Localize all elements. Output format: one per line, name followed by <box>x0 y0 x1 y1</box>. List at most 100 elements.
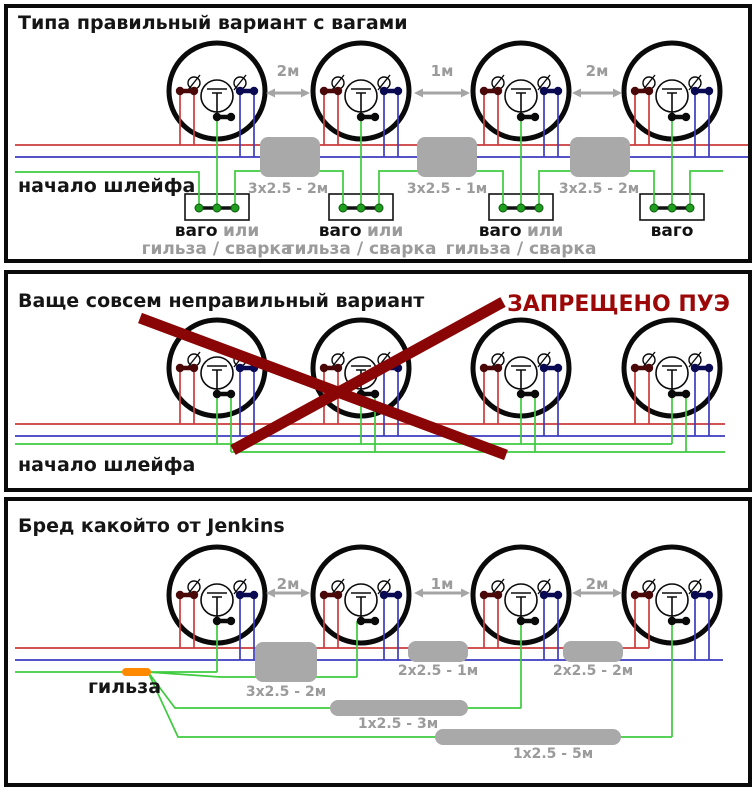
wago-dot <box>534 203 544 213</box>
screw-slash-icon <box>537 578 551 595</box>
terminal-dot <box>530 389 540 399</box>
cable-label: 2x2.5 - 1м <box>397 663 479 679</box>
wago-dot <box>685 203 695 213</box>
terminal-dot <box>319 363 329 373</box>
panel1-title: Типа правильный вариант с вагами <box>18 12 408 34</box>
arrowhead-icon <box>613 88 622 98</box>
cable-run-marker <box>260 137 320 177</box>
wago-dot <box>516 203 526 213</box>
panel-frames <box>4 4 752 787</box>
panel2-title: Ваще совсем неправильный вариант <box>18 290 425 312</box>
screw-slash-icon <box>187 74 201 91</box>
wago-dot <box>374 203 384 213</box>
screw-slash-icon <box>642 578 656 595</box>
connector-name: ваго <box>478 221 522 241</box>
terminal-dot <box>249 590 259 600</box>
screw-slash-icon <box>187 578 201 595</box>
terminal-dot <box>493 86 503 96</box>
cable-run-marker <box>563 641 623 662</box>
screw-slash-icon <box>688 351 702 368</box>
terminal-dot <box>356 616 366 626</box>
terminal-dot <box>393 86 403 96</box>
wago-dot <box>230 203 240 213</box>
terminal-dot <box>630 590 640 600</box>
wago-dot <box>338 203 348 213</box>
cable-label: 3x2.5 - 2м <box>558 181 640 197</box>
terminal-dot <box>530 112 540 122</box>
screw-slash-icon <box>642 351 656 368</box>
arrowhead-icon <box>301 588 310 598</box>
arrowhead-icon <box>414 88 423 98</box>
arrowhead-icon <box>613 588 622 598</box>
terminal-dot <box>630 363 640 373</box>
cable-label: 1x2.5 - 3м <box>357 716 439 732</box>
cable-label: 3x2.5 - 2м <box>247 181 329 197</box>
panel-border <box>4 270 752 492</box>
terminal-dot <box>319 590 329 600</box>
terminal-dot <box>704 590 714 600</box>
forbidden-label: ЗАПРЕЩЕНО ПУЭ <box>507 292 730 317</box>
cable-run-marker <box>330 700 468 716</box>
panel-border <box>4 497 752 787</box>
terminal-dot <box>175 590 185 600</box>
arrowhead-icon <box>572 588 581 598</box>
screw-slash-icon <box>491 578 505 595</box>
cable-run-marker <box>255 642 317 682</box>
screw-slash-icon <box>642 74 656 91</box>
terminal-dot <box>189 590 199 600</box>
terminal-dot <box>379 86 389 96</box>
terminal-dot <box>356 112 366 122</box>
cable-run-marker <box>435 729 621 745</box>
arrowhead-icon <box>461 588 470 598</box>
terminal-dot <box>189 86 199 96</box>
wire <box>15 91 748 146</box>
connector-label: ваго или гильза / сварка <box>285 221 437 259</box>
screw-slash-icon <box>233 74 247 91</box>
terminal-dot <box>493 590 503 600</box>
terminal-dot <box>189 363 199 373</box>
connector-name: ваго <box>650 221 694 241</box>
screw-slash-icon <box>331 74 345 91</box>
screw-slash-icon <box>491 351 505 368</box>
terminal-dot <box>370 616 380 626</box>
terminal-dot <box>516 616 526 626</box>
terminal-dot <box>393 590 403 600</box>
terminal-dot <box>667 112 677 122</box>
connector-boxes <box>184 193 705 221</box>
loop-start-label: начало шлейфа <box>18 454 196 476</box>
panel3-title: Бред какойто от Jenkins <box>18 515 285 537</box>
terminal-dot <box>690 363 700 373</box>
wago-dot <box>194 203 204 213</box>
overlays <box>122 88 630 745</box>
terminal-dot <box>553 363 563 373</box>
distance-label: 2м <box>585 62 609 80</box>
terminal-dot <box>644 590 654 600</box>
terminal-dot <box>690 86 700 96</box>
terminal-dot <box>704 363 714 373</box>
distance-label: 1м <box>430 62 454 80</box>
cable-run-marker <box>570 137 630 177</box>
forbidden-cross-icon <box>138 297 508 461</box>
terminal-dot <box>539 363 549 373</box>
wires <box>15 91 748 738</box>
cable-run-marker <box>408 641 468 662</box>
loop-start-label: начало шлейфа <box>18 175 196 197</box>
terminal-dot <box>212 389 222 399</box>
terminal-dot <box>212 112 222 122</box>
arrowhead-icon <box>414 588 423 598</box>
connector-label: ваго или гильза / сварка <box>445 221 597 259</box>
connector-name: ваго <box>174 221 218 241</box>
connector-label: ваго <box>587 222 756 240</box>
screw-slash-icon <box>187 351 201 368</box>
detectors <box>166 40 723 646</box>
terminal-dot <box>553 590 563 600</box>
terminal-dot <box>690 590 700 600</box>
terminal-dot <box>539 590 549 600</box>
wire <box>15 595 650 649</box>
terminal-dot <box>235 590 245 600</box>
terminal-dot <box>516 389 526 399</box>
terminal-dot <box>644 363 654 373</box>
screw-slash-icon <box>377 74 391 91</box>
